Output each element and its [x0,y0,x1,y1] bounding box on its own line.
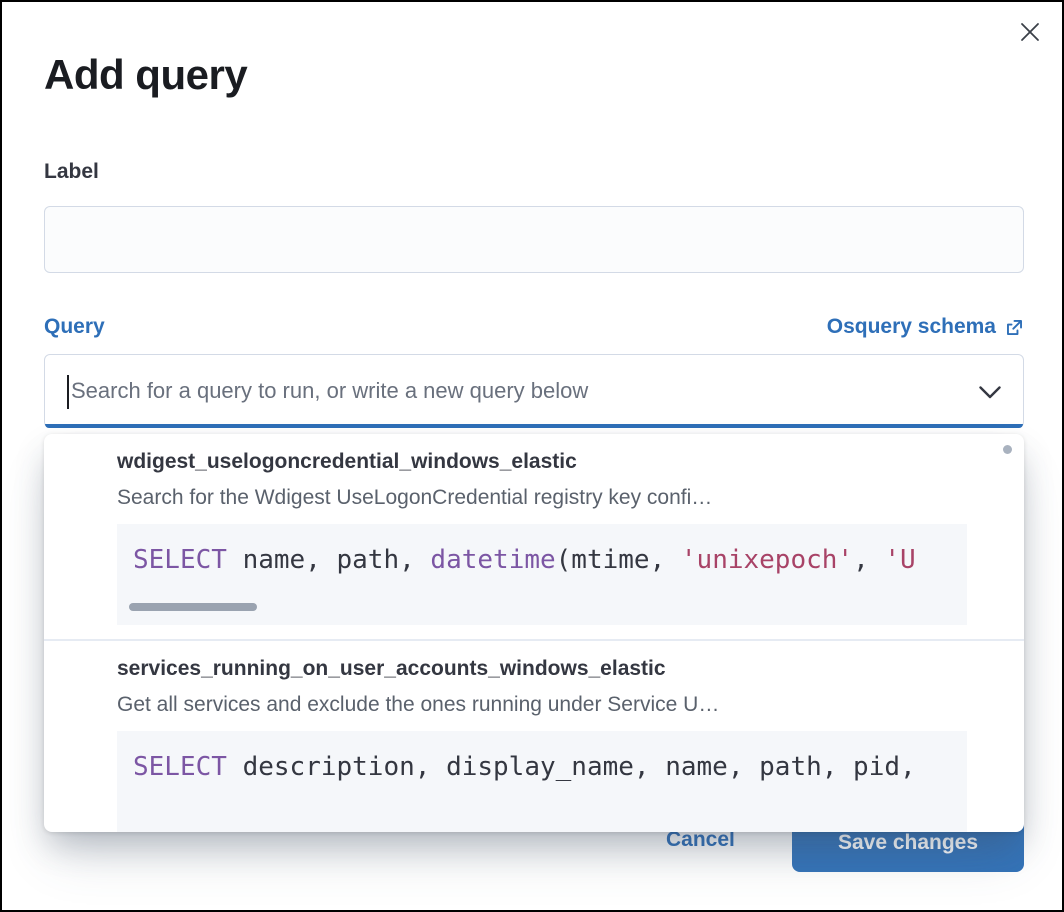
query-option-title: wdigest_uselogoncredential_windows_elast… [117,450,577,473]
combobox-placeholder: Search for a query to run, or write a ne… [71,378,589,403]
sql-snippet: SELECT description, display_name, name, … [133,752,916,782]
close-icon[interactable] [1008,10,1052,54]
osquery-schema-link-label: Osquery schema [826,315,996,338]
query-option-wdigest[interactable]: wdigest_uselogoncredential_windows_elast… [44,434,1024,639]
query-suggestions-dropdown: wdigest_uselogoncredential_windows_elast… [44,434,1024,832]
query-option-services[interactable]: services_running_on_user_accounts_window… [44,641,1024,832]
combobox-focus-underline [45,424,1023,428]
query-search-combobox[interactable]: Search for a query to run, or write a ne… [44,354,1024,428]
horizontal-scrollbar-thumb[interactable] [129,603,257,611]
query-code-preview: SELECT description, display_name, name, … [117,731,967,832]
query-option-title: services_running_on_user_accounts_window… [117,657,666,680]
osquery-schema-link[interactable]: Osquery schema [827,315,1024,339]
vertical-scrollbar-thumb[interactable] [1003,445,1012,454]
label-input[interactable] [44,206,1024,273]
query-code-preview: SELECT name, path, datetime(mtime, 'unix… [117,524,967,625]
query-field-header: Query Osquery schema [44,310,1024,344]
label-field-label: Label [44,160,99,183]
option-divider [44,639,1024,641]
page-title: Add query [44,51,248,98]
text-cursor [67,375,69,409]
chevron-down-icon[interactable] [979,386,1001,399]
close-x-glyph [1021,23,1039,41]
cancel-button[interactable]: Cancel [650,816,751,864]
query-option-description: Search for the Wdigest UseLogonCredentia… [117,486,713,509]
query-field-label: Query [44,315,105,338]
sql-snippet: SELECT name, path, datetime(mtime, 'unix… [133,545,916,575]
external-link-icon [1007,319,1022,335]
query-option-description: Get all services and exclude the ones ru… [117,693,720,716]
